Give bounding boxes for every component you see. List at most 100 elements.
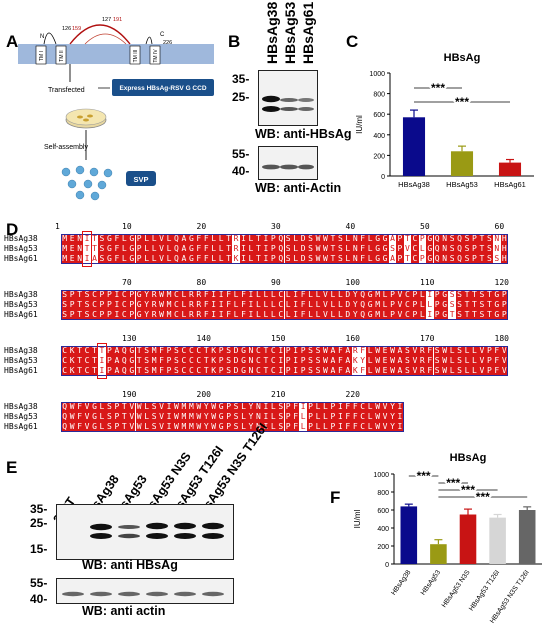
residue: F — [299, 290, 307, 300]
residue: I — [291, 366, 300, 376]
residue: K — [351, 356, 359, 366]
residue: L — [98, 412, 106, 422]
residue: W — [321, 244, 330, 254]
residue: I — [247, 310, 255, 320]
ruler-number: 20 — [196, 222, 207, 231]
residue: S — [455, 310, 464, 320]
residue: L — [142, 244, 151, 254]
residue: S — [314, 356, 322, 366]
residue: L — [448, 366, 456, 376]
residue: V — [396, 310, 404, 320]
residue: T — [75, 356, 84, 366]
residue: S — [284, 234, 292, 244]
panel-b-lane-labels: HBsAg38 HBsAg53 HBsAg61 — [258, 2, 328, 68]
residue: L — [448, 356, 456, 366]
residue: A — [329, 356, 337, 366]
sequence-name: HBsAg38 — [4, 346, 38, 355]
residue: W — [373, 402, 382, 412]
mw-marker: 25- — [232, 90, 250, 104]
residue: L — [366, 254, 374, 264]
residue: L — [269, 300, 278, 310]
residue: L — [232, 310, 240, 320]
ruler-number: 190 — [122, 390, 137, 399]
residue: L — [98, 422, 106, 432]
residue: V — [403, 244, 412, 254]
residue: L — [210, 244, 218, 254]
residue: L — [291, 234, 300, 244]
residue: T — [470, 310, 479, 320]
ruler-number: 70 — [122, 278, 132, 287]
residue: L — [269, 422, 278, 432]
y-axis-label: IU/ml — [353, 509, 362, 528]
bar — [450, 151, 474, 176]
residue: S — [172, 346, 181, 356]
residue: P — [433, 310, 441, 320]
residue: W — [210, 422, 218, 432]
residue: T — [403, 254, 412, 264]
residue: S — [306, 254, 315, 264]
residue: S — [172, 366, 181, 376]
x-tick-label: HBsAg38 — [390, 569, 412, 597]
residue: C — [277, 310, 285, 320]
residue: A — [396, 356, 404, 366]
residue: F — [426, 356, 434, 366]
residue: L — [254, 300, 263, 310]
residue: F — [157, 346, 166, 356]
significance-stars: *** — [446, 476, 460, 490]
residue: P — [68, 290, 76, 300]
tm-segment-3 — [129, 45, 141, 65]
residue: L — [247, 244, 255, 254]
residue: I — [291, 300, 300, 310]
residue: S — [306, 366, 315, 376]
residue: P — [105, 310, 114, 320]
residue: Y — [247, 412, 255, 422]
residue: T — [202, 346, 210, 356]
residue: V — [411, 356, 419, 366]
residue: P — [299, 366, 307, 376]
position-191: 191 — [113, 17, 122, 23]
position-159: 159 — [72, 26, 81, 32]
residue: I — [113, 290, 121, 300]
residue: C — [359, 422, 367, 432]
residue: P — [269, 254, 278, 264]
residue: L — [366, 356, 374, 366]
residue: S — [448, 300, 456, 310]
residue: N — [254, 402, 263, 412]
residue: F — [195, 254, 203, 264]
residue: L — [418, 290, 427, 300]
residue: T — [202, 356, 210, 366]
residue: I — [262, 244, 270, 254]
x-tick-label: HBsAg53 N3S — [441, 569, 472, 609]
residue: L — [366, 402, 374, 412]
residue: W — [157, 310, 166, 320]
residue: P — [128, 300, 136, 310]
residue: I — [262, 412, 270, 422]
residue: M — [61, 234, 69, 244]
residue: W — [314, 254, 322, 264]
residue: R — [232, 244, 240, 254]
residue: W — [314, 234, 322, 244]
residue: T — [463, 300, 471, 310]
residue: G — [187, 254, 196, 264]
residue: T — [90, 356, 99, 366]
residue: M — [180, 412, 188, 422]
residue: L — [262, 290, 270, 300]
residue: W — [135, 412, 143, 422]
residue: P — [299, 356, 307, 366]
residue: L — [366, 234, 374, 244]
residue: M — [165, 310, 173, 320]
ruler-number: 120 — [494, 278, 509, 287]
residue: T — [135, 346, 143, 356]
residue: R — [195, 310, 203, 320]
residue: Y — [388, 422, 397, 432]
residue: L — [381, 290, 389, 300]
membrane-topology-diagram: TM I TM II TM III TM IV N C 126 159 127 … — [18, 17, 214, 201]
residue: L — [314, 402, 322, 412]
ruler-number: 180 — [494, 334, 509, 343]
residue: W — [157, 300, 166, 310]
residue: F — [359, 254, 367, 264]
residue: T — [470, 290, 479, 300]
residue: P — [485, 366, 494, 376]
transfected-label: Transfected — [48, 87, 85, 94]
residue: R — [150, 300, 158, 310]
